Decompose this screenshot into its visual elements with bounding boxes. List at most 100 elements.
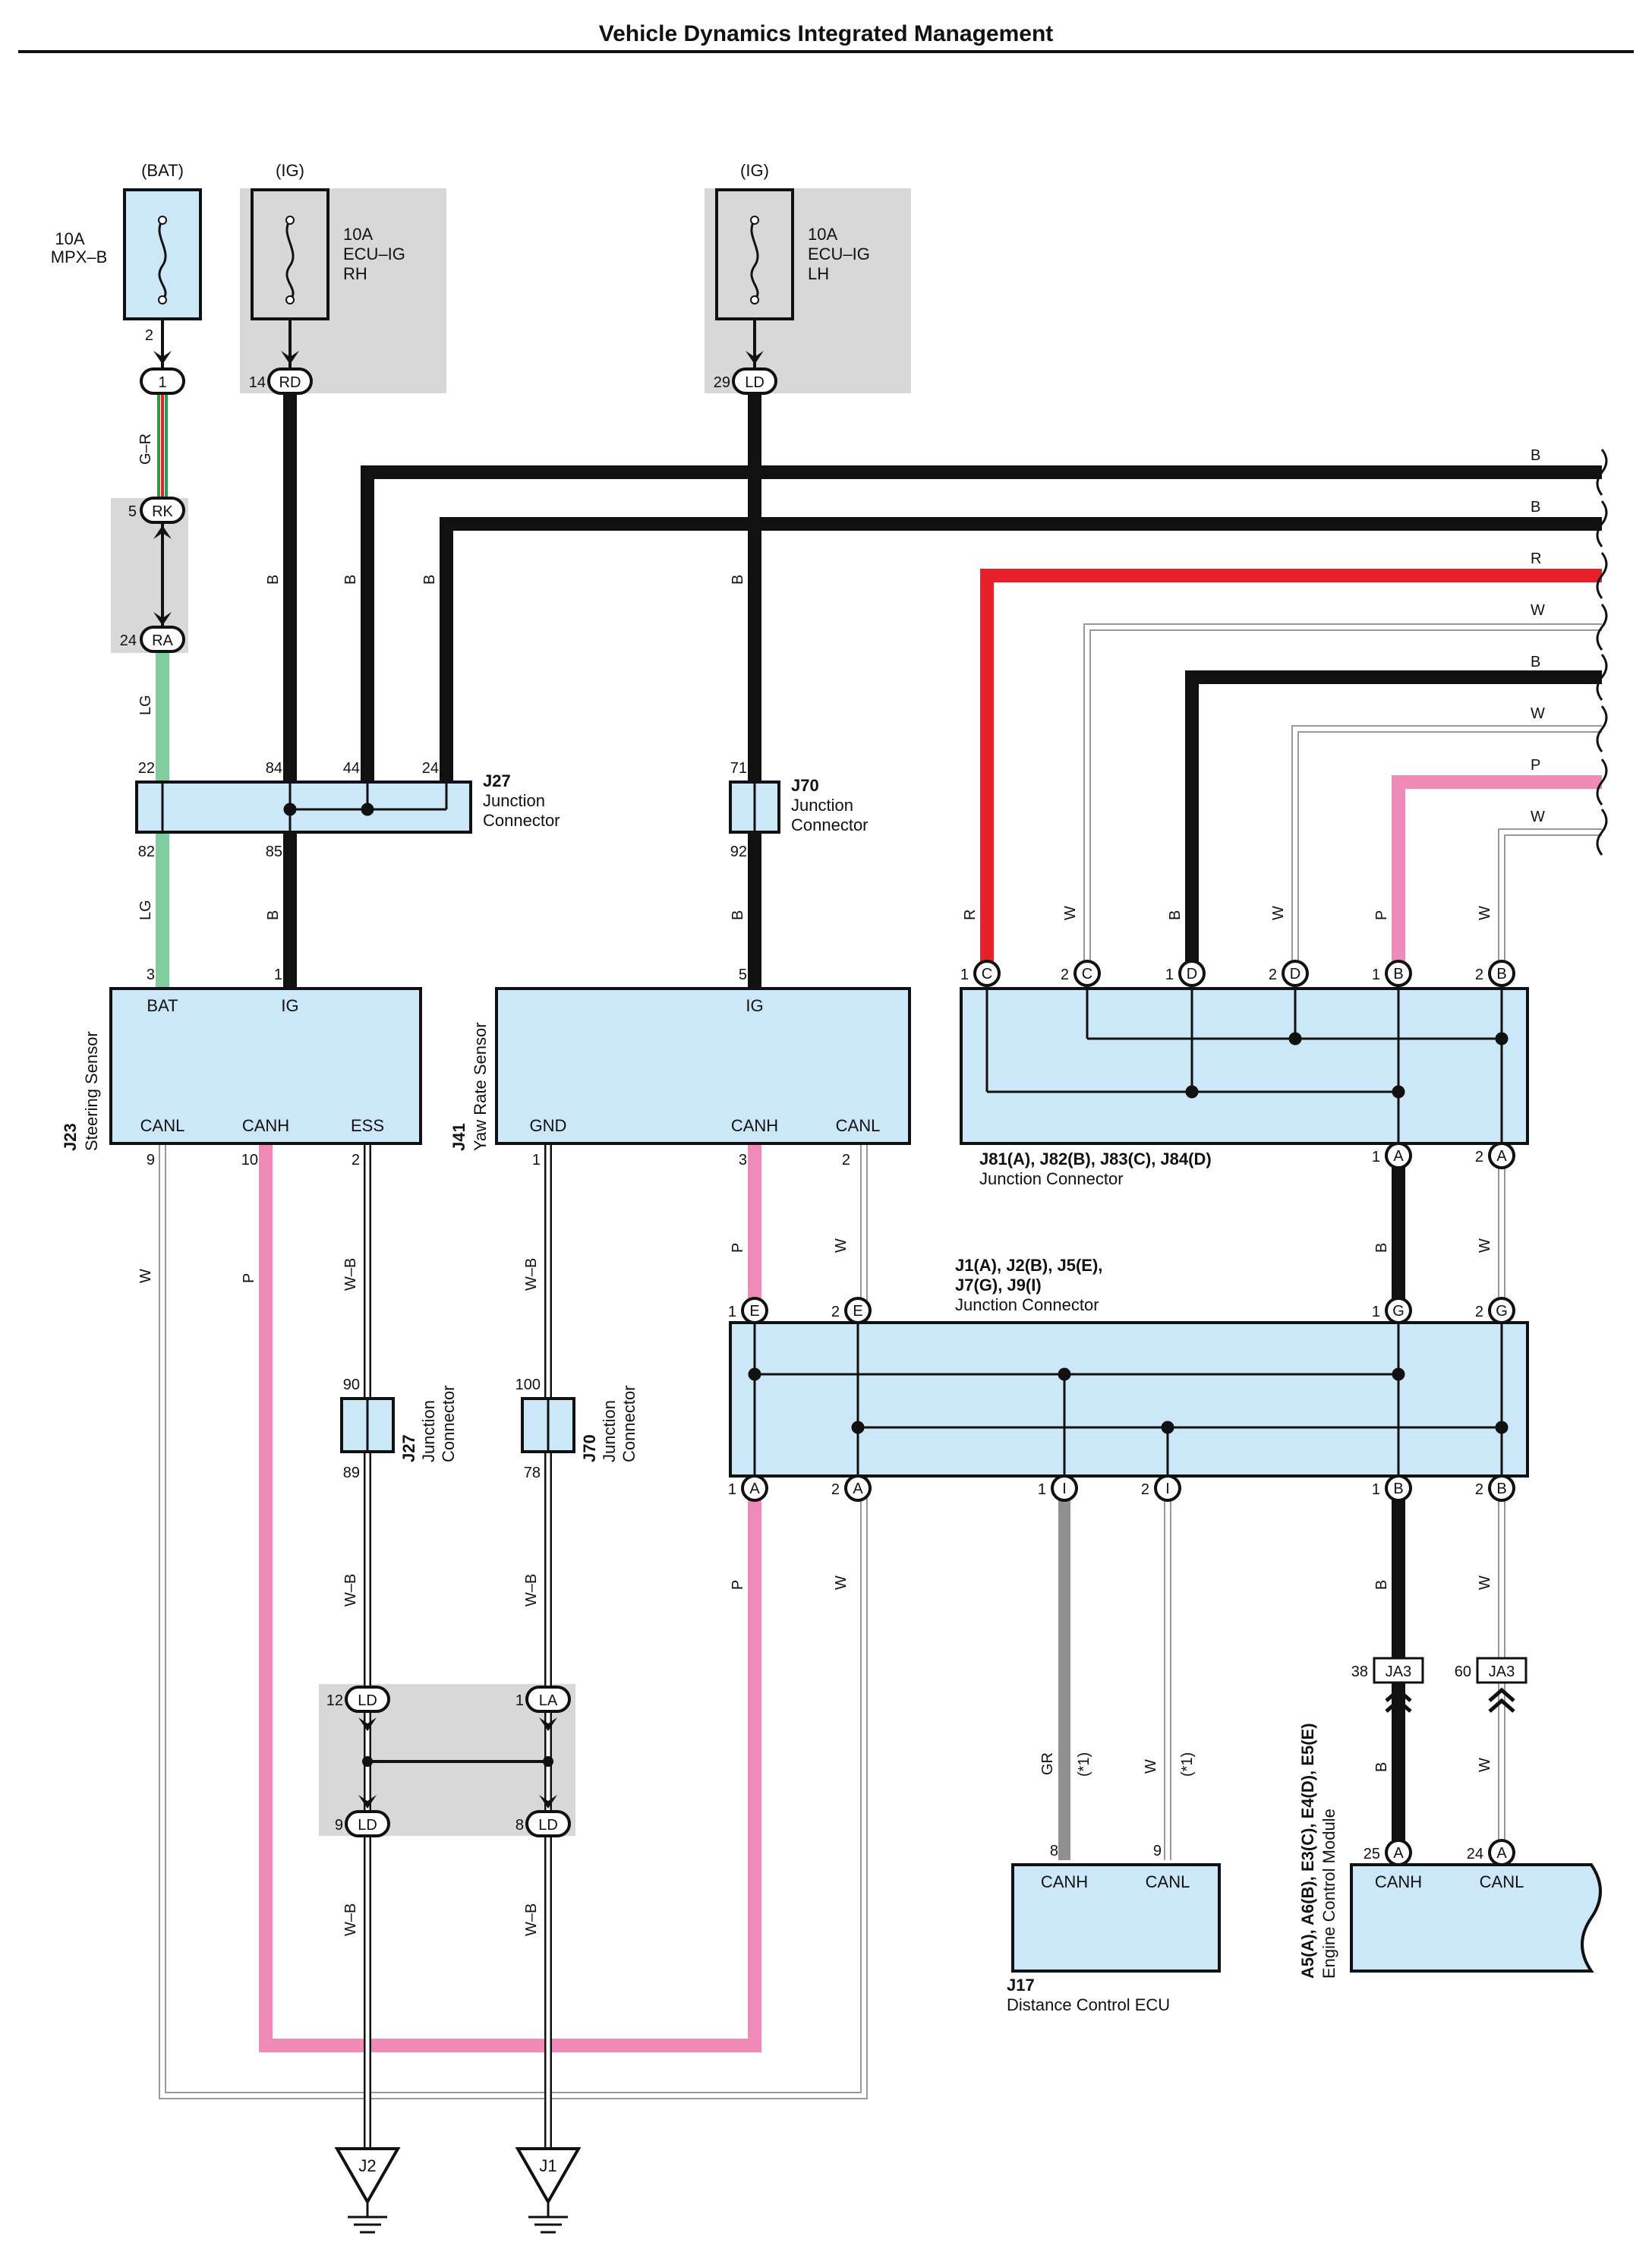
pinnum-e1: 1 [728,1304,736,1320]
j23-name: Steering Sensor [82,1031,101,1151]
pin-e1: E [749,1303,759,1320]
pinnum-e2: 2 [831,1304,840,1320]
j17-canl: CANL [1146,1872,1190,1891]
wc-w-1: W [1062,906,1079,920]
pin-i2: I [1165,1481,1170,1497]
wire-p [1392,775,1602,973]
wc-w-b-2: W–B [523,1258,540,1291]
j27-top-box [135,781,472,834]
j41-id: J41 [449,1123,468,1151]
pin-a1-j81: A [1393,1148,1404,1165]
conn-ld-9-label: LD [358,1817,377,1834]
fuse-rh-side: RH [343,264,367,283]
rk-arrow [153,525,172,539]
wire-g-r [157,393,168,498]
ground-j1 [515,2147,582,2234]
pin-b1-top: B [1393,966,1403,982]
pin-b2-top: B [1496,966,1506,982]
wc-right-w-1: W [1531,602,1545,619]
wc-right-b-3: B [1531,654,1540,670]
pinnum-ja3-38: 38 [1351,1664,1368,1680]
pinnum-j27-24: 24 [422,760,439,777]
ja3-38-label: JA3 [1386,1664,1411,1680]
wc-w-6: W [833,1575,850,1590]
conn-rk-label: RK [152,503,173,520]
j70-top-id: J70 [791,776,819,795]
pinnum-j27-22: 22 [138,760,155,777]
ecm-id: A5(A), A6(B), E3(C), E4(D), E5(E) [1298,1723,1317,1979]
wire-p-canh-loop [259,1143,761,2052]
ecm-canh: CANH [1375,1872,1422,1891]
j1-name: Junction Connector [955,1295,1099,1314]
ja3-arrows [1385,1687,1515,1713]
pinnum-j41-3: 3 [739,1152,747,1168]
j27-top-name-1: Junction [483,791,545,810]
wc-w-7: W [1477,1575,1493,1590]
ecm-name: Engine Control Module [1319,1809,1338,1979]
pinnum-b1-top: 1 [1372,967,1380,983]
pin-g2: G [1496,1303,1508,1320]
wc-w-9: W [1477,1758,1493,1772]
wc-b-3: B [421,575,438,585]
pinnum-j23-9: 9 [147,1152,155,1168]
wc-b-6: B [730,910,746,920]
conn-ld-12-label: LD [358,1692,377,1709]
pinnum-b1-j1: 1 [1372,1481,1380,1498]
pinnum-j27-85: 85 [266,844,282,860]
pin-c1: C [982,966,992,982]
pinnum-mpxb-2: 2 [145,327,153,344]
pin-a2-j81: A [1496,1148,1507,1165]
pinnum-rd-14: 14 [249,374,266,391]
wc-b-5: B [265,910,282,920]
pinnum-c2: 2 [1061,967,1069,983]
fuse-lh-name: ECU–IG [808,244,870,263]
j70-lower-id: J70 [580,1434,599,1462]
wire-b-3 [1185,670,1602,973]
j17-name: Distance Control ECU [1007,1995,1170,2014]
letter-pin-circles [741,960,1515,1866]
pinnum-g2: 2 [1475,1304,1483,1320]
pinnum-j41-2: 2 [842,1152,850,1168]
pinnum-j27-84: 84 [266,760,282,777]
j27-top-id: J27 [483,771,511,790]
pinnum-a1-j1: 1 [728,1481,736,1498]
pinnum-j17-8: 8 [1050,1843,1058,1859]
pin-d2: D [1290,966,1300,982]
wc-w-5: W [1477,1238,1493,1253]
pinnum-j23-3: 3 [147,967,155,983]
wire-b-bus-1 [361,465,1602,809]
j41-canh: CANH [731,1116,778,1135]
pinnum-j23-10: 10 [241,1152,258,1168]
wc-w-canl: W [137,1269,154,1283]
wc-w-3: W [1477,906,1493,920]
wc-right-b-2: B [1531,499,1540,516]
wire-break-marks [1596,449,1608,856]
wc-w-b-5: W–B [342,1903,359,1936]
j27-lower-id: J27 [399,1434,418,1462]
wc-b-10: B [1373,1762,1390,1772]
ground-j2 [334,2147,401,2234]
conn-1-label: 1 [158,374,166,391]
pinnum-a2-j81: 2 [1475,1149,1483,1165]
j70-top-name-1: Junction [791,796,853,815]
pin-b1-j1: B [1393,1481,1403,1497]
j23-canh: CANH [242,1116,289,1135]
pinnum-i2: 2 [1141,1481,1149,1498]
j41-gnd: GND [530,1116,567,1135]
fuse-lh-side: LH [808,264,829,283]
conn-rd-label: RD [279,374,301,391]
pin-e2: E [853,1303,862,1320]
wc-right-w-3: W [1531,809,1545,825]
wc-gr: GR [1039,1752,1056,1775]
fuse-rh-rating: 10A [343,225,373,244]
fuse-rh-name: ECU–IG [343,244,405,263]
wc-p-canh: P [241,1273,257,1283]
pinnum-ld-12: 12 [326,1692,343,1709]
pin-a2-j1: A [853,1481,863,1497]
ground-j1-label: J1 [539,2156,556,2175]
wc-b-9: B [1373,1580,1390,1590]
j23-canl: CANL [140,1116,185,1135]
pinnum-j27-90: 90 [343,1377,360,1393]
pinnum-j27-44: 44 [343,760,360,777]
